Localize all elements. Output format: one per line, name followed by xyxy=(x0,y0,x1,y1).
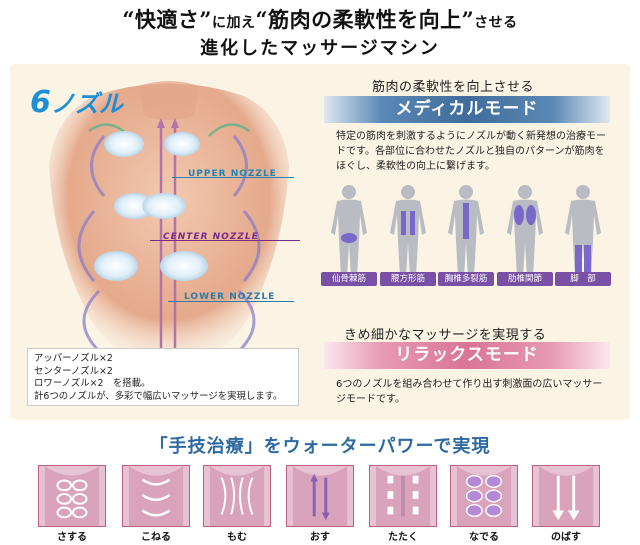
upper-nozzle-line xyxy=(172,177,294,178)
technique-label: のばす xyxy=(551,532,581,543)
nozzle-count: 6 xyxy=(30,85,51,120)
info-line: アッパーノズル×2 xyxy=(34,353,113,364)
info-line: センターノズル×2 xyxy=(34,365,113,377)
technique-label: こねる xyxy=(141,532,171,543)
technique-thumb-press xyxy=(286,465,354,527)
body-part-badge: 脚 部 xyxy=(555,272,611,286)
body-figure xyxy=(448,185,484,277)
body-figure xyxy=(331,185,367,277)
body-figure xyxy=(390,185,426,277)
headline-part-3: “筋肉の柔軟性を向上” xyxy=(255,7,475,32)
medical-mode-subtitle: 筋肉の柔軟性を向上させる xyxy=(372,80,535,95)
headline-part-4: させる xyxy=(474,15,518,31)
info-line: ロワーノズル×2 を搭載。 xyxy=(34,378,151,389)
relax-mode-title: リラックスモード xyxy=(324,342,610,369)
technique-label: なでる xyxy=(469,532,499,543)
medical-mode-description: 特定の筋肉を刺激するようにノズルが動く新発想の治療モードです。各部位に合わせたノ… xyxy=(336,131,606,172)
headline-part-1: “快適さ” xyxy=(122,7,212,32)
lower-nozzle-line xyxy=(168,301,294,302)
body-figure xyxy=(507,185,543,277)
headline-line2: 進化したマッサージマシン xyxy=(200,38,440,59)
technique-thumb-stretch xyxy=(532,465,600,527)
medical-mode-title: メディカルモード xyxy=(324,96,610,123)
technique-label: おす xyxy=(310,532,330,543)
body-part-badge: 胸椎多裂筋 xyxy=(438,272,494,286)
technique-thumb-rub xyxy=(38,465,106,527)
technique-label: さする xyxy=(57,532,87,543)
center-nozzle-label: CENTER NOZZLE xyxy=(163,232,259,242)
lower-nozzle-label: LOWER NOZZLE xyxy=(184,292,276,302)
technique-label: もむ xyxy=(227,532,247,543)
upper-nozzle-label: UPPER NOZZLE xyxy=(188,169,277,179)
headline-line1: “快適さ”に加え“筋肉の柔軟性を向上”させる xyxy=(0,4,640,34)
techniques-title: 「手技治療」をウォーターパワーで実現 xyxy=(149,436,491,457)
technique-label: たたく xyxy=(388,532,418,543)
nozzle-title: 6ノズル xyxy=(30,84,123,120)
back-nozzle-illustration xyxy=(49,81,289,371)
technique-thumb-knead xyxy=(122,465,190,527)
nozzle-word: ノズル xyxy=(50,90,123,118)
body-part-badge: 肋椎関節 xyxy=(497,272,553,286)
technique-thumb-massage xyxy=(203,465,271,527)
body-part-badge: 仙骨棘筋 xyxy=(321,272,377,286)
center-nozzle-line xyxy=(150,240,300,241)
body-part-badge: 腰方形筋 xyxy=(380,272,436,286)
technique-thumb-tap xyxy=(369,465,437,527)
headline-part-2: に加え xyxy=(212,15,256,31)
nozzle-info-box: アッパーノズル×2 センターノズル×2 ロワーノズル×2 を搭載。 計6つのノズ… xyxy=(27,348,299,406)
info-line: 計6つのノズルが、多彩で幅広いマッサージを実現します。 xyxy=(34,390,283,402)
relax-mode-subtitle: きめ細かなマッサージを実現する xyxy=(344,328,547,343)
body-figure xyxy=(565,185,601,277)
relax-mode-description: 6つのノズルを組み合わせて作り出す刺激面の広いマッサージモードです。 xyxy=(336,379,603,405)
technique-thumb-stroke xyxy=(450,465,518,527)
